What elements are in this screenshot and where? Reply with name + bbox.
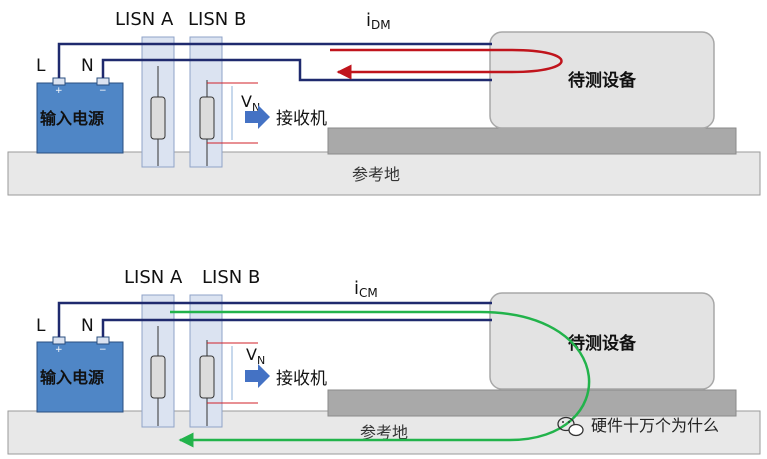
lisn-b-resistor (199, 355, 215, 399)
panel-differential-mode: 参考地 待测设备 LISN A LISN B VN 接收机 输入电源 + − L… (7, 9, 761, 196)
watermark: 硬件十万个为什么 (557, 416, 719, 437)
terminal-minus-label: − (99, 86, 107, 96)
power-source-label: 输入电源 (40, 109, 104, 128)
lisn-b-label: LISN B (188, 9, 246, 30)
line-l-label: L (36, 316, 46, 336)
power-source-label: 输入电源 (40, 368, 104, 387)
vn-label: VN (241, 92, 260, 114)
lisn-b-label: LISN B (202, 267, 260, 288)
receiver-label: 接收机 (276, 109, 327, 129)
lisn-a-label: LISN A (124, 267, 183, 288)
wechat-icon (557, 416, 584, 437)
lisn-b-resistor (199, 96, 215, 140)
wire-n (101, 318, 492, 337)
receiver-arrow (245, 364, 270, 388)
terminal-l (52, 336, 66, 345)
dm-current-loop (330, 48, 563, 80)
lisn-a-resistor (150, 96, 166, 140)
line-l-label: L (36, 56, 46, 76)
terminal-plus-label: + (55, 86, 63, 96)
lisn-a-resistor (150, 355, 166, 399)
reference-ground-plane (7, 151, 761, 196)
wire-l (57, 301, 492, 337)
dut-base-plate (327, 127, 737, 155)
reference-ground-plane (7, 410, 761, 455)
dm-current-label: iDM (366, 10, 391, 32)
terminal-minus-label: − (99, 345, 107, 355)
cm-current-path (170, 310, 591, 448)
lisn-a-label: LISN A (115, 9, 174, 30)
power-source-box (36, 82, 124, 154)
watermark-text: 硬件十万个为什么 (591, 416, 719, 435)
wire-l (57, 42, 492, 78)
terminal-n (96, 336, 110, 345)
terminal-plus-label: + (55, 345, 63, 355)
panel-common-mode: 参考地 待测设备 LISN A LISN B VN 接收机 输入电源 + − L… (7, 267, 761, 455)
terminal-l (52, 77, 66, 86)
dut-base-plate (327, 389, 737, 417)
reference-ground-label: 参考地 (352, 165, 400, 184)
vn-label: VN (246, 345, 265, 367)
wire-n (101, 58, 492, 82)
reference-ground-label: 参考地 (360, 423, 408, 442)
cm-current-label: iCM (354, 278, 378, 300)
power-source-box (36, 341, 124, 413)
dut-label: 待测设备 (568, 333, 637, 354)
receiver-arrow (245, 105, 270, 129)
dut-box (489, 292, 715, 390)
terminal-n (96, 77, 110, 86)
receiver-label: 接收机 (276, 369, 327, 389)
line-n-label: N (81, 316, 94, 336)
dut-label: 待测设备 (568, 70, 637, 91)
line-n-label: N (81, 56, 94, 76)
